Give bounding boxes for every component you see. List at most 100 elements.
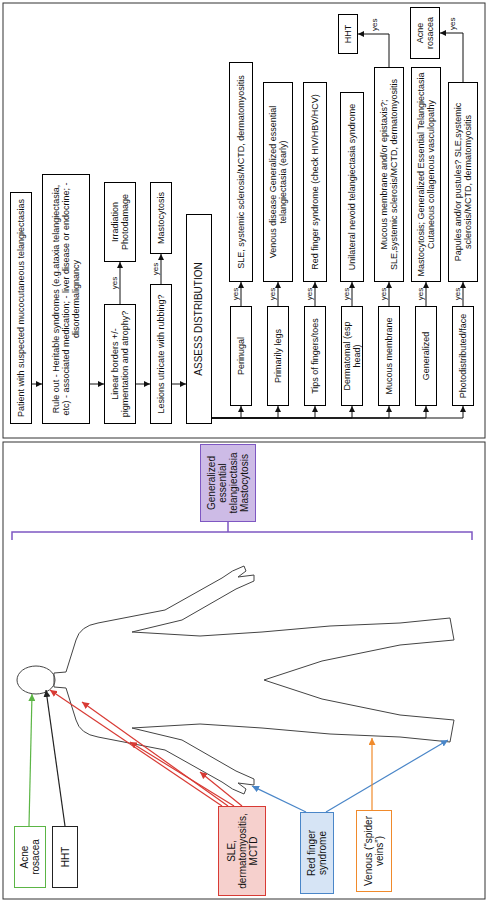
distribution-box: Photodistributed/face — [452, 306, 474, 406]
pointer-arrow — [29, 694, 32, 826]
flow-arrow — [212, 406, 463, 418]
distribution-box: Primarily legs — [267, 306, 289, 406]
node-text: Linear borders +/- pigmentation and atro… — [110, 308, 130, 420]
node-text: Photodistributed/face — [458, 314, 468, 399]
node-text: Generalized essential telangiectasia Mas… — [206, 448, 250, 518]
edge-label: yes — [305, 288, 314, 300]
result-box: Red finger syndrome (check HIV/HBV/HCV) — [303, 82, 327, 282]
flow-arrow — [212, 406, 278, 418]
flow-arrow — [389, 282, 390, 306]
result-box: Mastocytosis; Generalized Essential Tela… — [411, 67, 441, 282]
pointer-arrow — [200, 772, 242, 806]
category-box: Acne rosacea — [14, 826, 46, 888]
node-text: Primarily legs — [273, 329, 283, 383]
node-text: Acne rosacea — [19, 830, 41, 884]
flow-arrow — [463, 282, 464, 306]
category-box: SLE, dermatomyositis, MCTD — [218, 806, 266, 896]
pointer-arrow — [371, 738, 372, 810]
node-text: Mastocytosis; Generalized Essential Tela… — [416, 71, 436, 278]
distribution-box: Tips of fingers/toes — [304, 306, 326, 406]
node-text: HHT — [60, 847, 71, 868]
flow-arrow — [241, 282, 242, 306]
result-box: Acne rosacea — [410, 7, 440, 59]
flow-arrow — [278, 282, 279, 306]
process-box: ASSESS DISTRIBUTION — [186, 214, 212, 424]
node-text: Mucous membrane and/or epistaxis?; SLE,s… — [379, 71, 399, 278]
edge-label: yes — [268, 288, 277, 300]
node-text: Patient with suspected mucocutaneous tel… — [16, 199, 26, 417]
body-outline — [54, 566, 454, 794]
node-text: SLE, systemic sclerosis/MCTD, dermatomyo… — [236, 75, 246, 269]
node-text: Red finger syndrome — [306, 816, 328, 890]
edge-label: yes — [453, 288, 462, 300]
decision-box: Linear borders +/- pigmentation and atro… — [104, 304, 136, 424]
flow-arrow — [212, 406, 315, 418]
node-text: Generalized — [421, 332, 431, 381]
flow-arrow — [136, 384, 150, 385]
flow-arrow — [32, 384, 42, 385]
pointer-arrow — [50, 690, 222, 806]
decision-box: Lesions utricate with rubbing? — [150, 284, 172, 424]
node-text: HHT — [343, 25, 353, 44]
edge-label: yes — [110, 277, 119, 289]
node-text: Irradiation Photodamage — [110, 186, 130, 258]
edge-label: yes — [151, 263, 160, 275]
result-box: Mastocytosis — [150, 182, 172, 254]
pointer-arrow — [130, 742, 234, 806]
panel-frame — [3, 3, 485, 438]
node-text: Lesions utricate with rubbing? — [156, 294, 166, 413]
result-box: Mucous membrane and/or epistaxis?; SLE,s… — [374, 67, 404, 282]
node-text: Venous disease Generalized essential tel… — [268, 86, 288, 278]
flow-arrow — [120, 262, 121, 304]
edge-label: yes — [342, 288, 351, 300]
flow-arrow — [440, 33, 463, 82]
node-text: Mucous membrane — [384, 317, 394, 394]
node-text: Unilateral nevoid telangiectasia syndrom… — [347, 104, 357, 271]
node-text: Venous (“spider veins”) — [363, 814, 385, 888]
panel-frame — [3, 442, 485, 899]
distribution-box: Dermatomal (esp head) — [341, 306, 363, 406]
process-box: Rule out - Heritable syndromes (e.g.atax… — [42, 174, 90, 424]
distribution-box: Mucous membrane — [378, 306, 400, 406]
node-text: Mastocytosis — [156, 192, 166, 244]
pointer-arrow — [46, 690, 65, 826]
node-text: SLE, dermatomyositis, MCTD — [226, 810, 259, 892]
flow-arrow — [315, 282, 316, 306]
flow-arrow — [352, 282, 353, 306]
flow-arrow — [161, 254, 162, 284]
result-box: SLE, systemic sclerosis/MCTD, dermatomyo… — [229, 62, 253, 282]
flow-arrow — [358, 34, 389, 67]
flow-arrow — [212, 406, 241, 418]
result-box: Papules and/or pustules? SLE,systemic sc… — [448, 82, 478, 282]
distribution-box: Perinugal — [230, 306, 252, 406]
bracket — [12, 522, 472, 540]
flow-arrow — [426, 282, 427, 306]
node-text: Papules and/or pustules? SLE,systemic sc… — [453, 86, 473, 278]
node-text: ASSESS DISTRIBUTION — [194, 262, 204, 375]
result-box: Venous disease Generalized essential tel… — [263, 82, 293, 282]
node-text: Rule out - Heritable syndromes (e.g.atax… — [51, 178, 81, 420]
start-box: Patient with suspected mucocutaneous tel… — [10, 192, 32, 424]
result-box: Irradiation Photodamage — [104, 182, 136, 262]
edge-label: yes — [231, 288, 240, 300]
edge-label: yes — [416, 288, 425, 300]
flow-arrow — [90, 384, 104, 385]
result-box: HHT — [338, 14, 358, 54]
distribution-box: Generalized — [415, 306, 437, 406]
edge-label: yes — [369, 19, 378, 31]
result-box: Unilateral nevoid telangiectasia syndrom… — [340, 92, 364, 282]
node-text: Acne rosacea — [415, 11, 435, 55]
flow-arrow — [172, 384, 186, 385]
category-box: HHT — [52, 826, 78, 888]
edge-label: yes — [379, 288, 388, 300]
edge-label: yes — [447, 18, 456, 30]
node-text: Red finger syndrome (check HIV/HBV/HCV) — [310, 94, 320, 270]
flow-arrow — [212, 406, 389, 418]
pointer-arrow — [326, 740, 448, 812]
node-text: Perinugal — [236, 337, 246, 375]
flow-arrow — [212, 406, 426, 418]
category-box: Venous (“spider veins”) — [356, 810, 392, 892]
